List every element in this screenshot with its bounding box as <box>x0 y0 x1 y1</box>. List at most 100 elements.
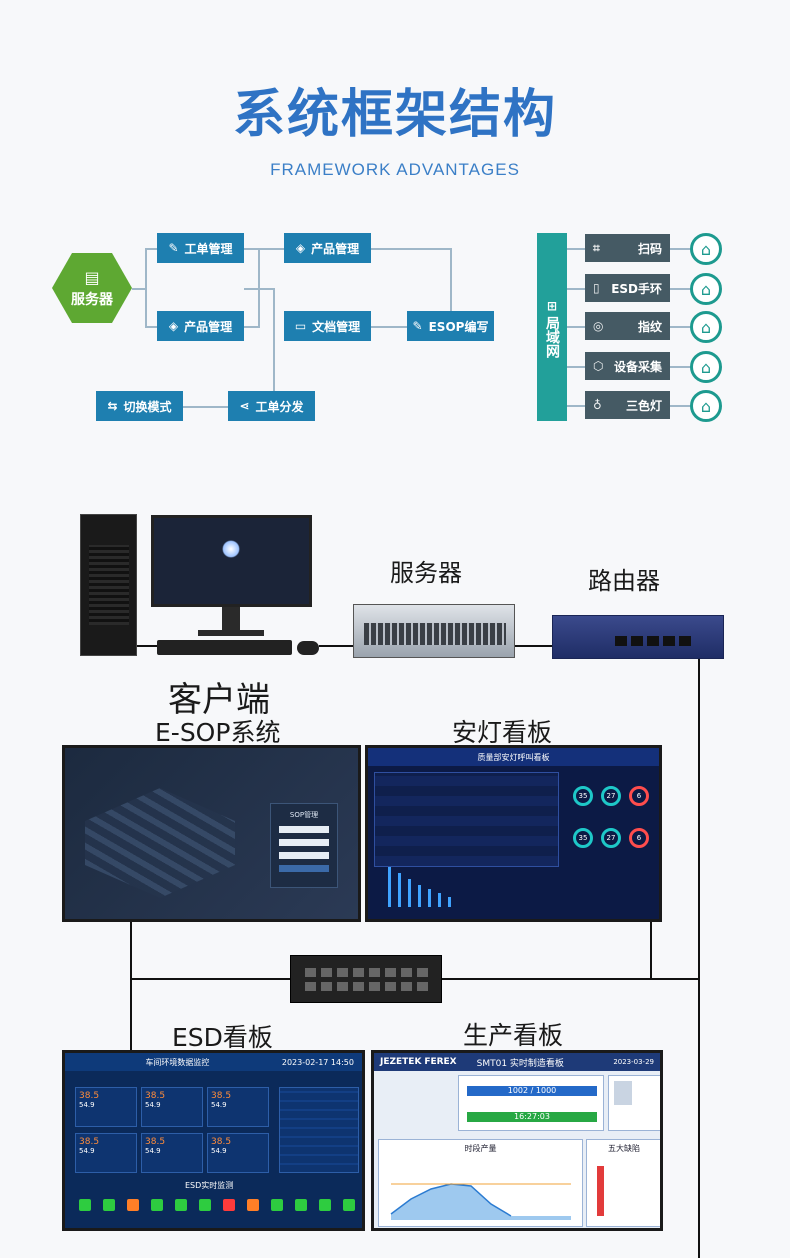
esd-log-panel <box>279 1087 359 1173</box>
connector-line <box>670 288 690 290</box>
connector-line <box>145 248 147 328</box>
fingerprint-icon: ◎ <box>593 319 604 333</box>
wristband-icon: ▯ <box>593 281 600 295</box>
gauge: 35 <box>573 786 593 806</box>
esop-hw-label: E-SOP系统 <box>155 718 281 747</box>
connector-line <box>670 366 690 368</box>
connector-line <box>244 288 274 290</box>
esd-realtime-label: ESD实时监测 <box>185 1181 234 1190</box>
prod-hw-label: 生产看板 <box>463 1021 564 1050</box>
isometric-illustration <box>85 788 235 898</box>
gauge: 35 <box>573 828 593 848</box>
layers-icon: ◈ <box>168 319 179 333</box>
page-subtitle: FRAMEWORK ADVANTAGES <box>270 160 520 179</box>
share-icon: ⋖ <box>239 399 250 413</box>
prod-header: JEZETEK FEREX SMT01 实时制造看板 2023-03-29 <box>374 1053 660 1071</box>
server-node: ▤ 服务器 <box>52 253 132 323</box>
captcha-field <box>279 852 329 859</box>
connector-line <box>145 248 159 250</box>
connector-line <box>670 405 690 407</box>
device-node-scan: ⌗ 扫码 <box>585 234 670 262</box>
prod-progress-box: 1002 / 1000 16:27:03 <box>458 1075 604 1131</box>
cable <box>442 978 698 980</box>
network-icon: ⊞ <box>546 299 558 313</box>
prod-time: 16:27:03 <box>467 1112 597 1122</box>
prod-defects-chart: 五大缺陷 <box>586 1139 660 1227</box>
client-monitor <box>151 515 312 607</box>
login-panel: SOP管理 <box>270 803 338 888</box>
prod-brand-2: FEREX <box>424 1057 457 1067</box>
prod-count: 1002 / 1000 <box>467 1086 597 1096</box>
connector-line <box>450 248 452 313</box>
connector-line <box>145 326 159 328</box>
device-label: 设备采集 <box>613 359 662 374</box>
router-hw-label: 路由器 <box>588 567 660 595</box>
product-mgmt-bottom-node: ◈ 产品管理 <box>157 311 244 341</box>
document-icon: ▭ <box>294 319 307 333</box>
prod-hourly-chart: 时段产量 <box>378 1139 583 1227</box>
login-button <box>279 865 329 872</box>
username-field <box>279 826 329 833</box>
mouse <box>297 641 319 655</box>
switch-mode-node: ⇆ 切换模式 <box>96 391 183 421</box>
hourly-area-chart <box>390 1183 571 1220</box>
page-title: 系统框架结构 <box>232 85 557 145</box>
connector-line <box>567 288 585 290</box>
esd-date: 2023-02-17 <box>281 1057 329 1067</box>
work-order-mgmt-label: 工单管理 <box>184 241 233 256</box>
switch-mode-label: 切换模式 <box>123 399 172 414</box>
connector-line <box>567 405 585 407</box>
connector-line <box>371 326 407 328</box>
defect-bar <box>597 1166 604 1216</box>
gauge: 27 <box>601 786 621 806</box>
connector-line <box>132 288 146 290</box>
cable <box>137 645 157 647</box>
connector-line <box>670 326 690 328</box>
device-node-light: ♁ 三色灯 <box>585 391 670 419</box>
connector-line <box>183 406 228 408</box>
product-mgmt-top-node: ◈ 产品管理 <box>284 233 371 263</box>
cable <box>130 978 290 980</box>
esd-hw-label: ESD看板 <box>172 1023 273 1052</box>
edit-icon: ✎ <box>412 319 423 333</box>
gauge: 27 <box>601 828 621 848</box>
esd-title: 车间环境数据监控 2023-02-17 14:50 <box>65 1053 362 1071</box>
doc-mgmt-node: ▭ 文档管理 <box>284 311 371 341</box>
device-label: ESD手环 <box>611 281 662 296</box>
cable <box>698 659 700 1258</box>
connector-line <box>244 248 284 250</box>
connector-line <box>567 366 585 368</box>
esd-time: 14:50 <box>330 1057 354 1067</box>
doc-mgmt-label: 文档管理 <box>312 319 361 334</box>
lan-label: 局域网 <box>544 316 560 358</box>
pc-tower <box>80 514 137 656</box>
production-screen: JEZETEK FEREX SMT01 实时制造看板 2023-03-29 10… <box>371 1050 663 1231</box>
prod-hourly-label: 时段产量 <box>464 1144 497 1153</box>
product-mgmt-top-label: 产品管理 <box>311 241 360 256</box>
connector-line <box>567 326 585 328</box>
connector-line <box>371 248 451 250</box>
client-hw-label: 客户端 <box>168 680 270 720</box>
terminal-icon: ⌂ <box>690 233 722 265</box>
work-order-dispatch-node: ⋖ 工单分发 <box>228 391 315 421</box>
avatar <box>614 1081 632 1105</box>
device-label: 指纹 <box>637 319 662 334</box>
connector-line <box>244 326 260 328</box>
login-title: SOP管理 <box>289 811 319 819</box>
esd-title-text: 车间环境数据监控 <box>145 1057 210 1067</box>
andon-table <box>374 772 559 867</box>
prod-operator-box <box>608 1075 660 1131</box>
device-label: 扫码 <box>637 241 662 256</box>
terminal-icon: ⌂ <box>690 390 722 422</box>
esop-screen: SOP管理 <box>62 745 361 922</box>
andon-screen: 质量部安灯呼叫看板 35 27 6 35 27 6 <box>365 745 662 922</box>
device-node-collection: ⬡ 设备采集 <box>585 352 670 380</box>
cube-icon: ⬡ <box>593 359 604 373</box>
connector-line <box>273 288 275 406</box>
device-node-fingerprint: ◎ 指纹 <box>585 312 670 340</box>
network-switch <box>290 955 442 1003</box>
